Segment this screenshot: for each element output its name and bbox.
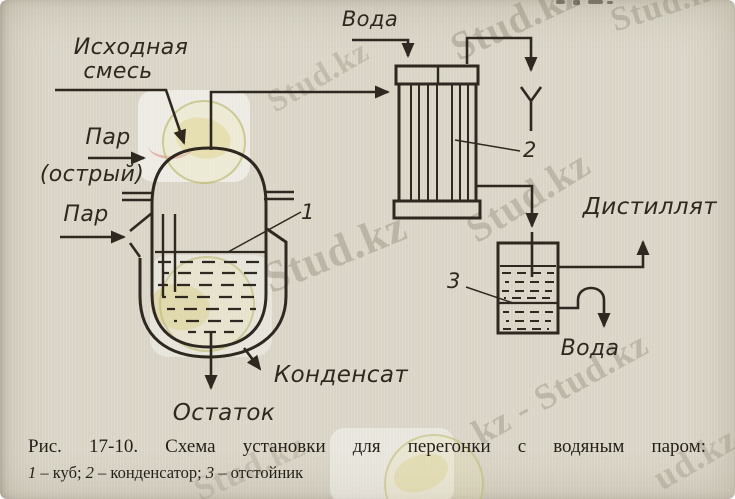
label-distillate: Дистиллят <box>582 194 718 220</box>
leader-lines-group <box>227 139 521 304</box>
page-edge-mark <box>607 1 613 4</box>
ref-number-2: 2 <box>523 138 537 162</box>
legend-text: – отстойник <box>214 463 304 482</box>
legend-number: 3 <box>205 463 215 482</box>
legend-text: – куб; <box>36 463 86 482</box>
label-condensate: Конденсат <box>273 362 409 388</box>
label-water-out: Вода <box>560 336 620 361</box>
label-steam-jacket: Пар <box>63 202 109 227</box>
figure-caption: Рис. 17-10. Схема установки для перегонк… <box>28 436 706 457</box>
label-feed-mixture-line1: Исходная <box>73 35 189 60</box>
figure-legend: 1 – куб; 2 – конденсатор; 3 – отстойник <box>28 463 668 483</box>
page-edge-mark <box>573 0 580 5</box>
still-pot-group <box>122 146 294 359</box>
label-steam-sharp-qualifier: (острый) <box>39 162 145 187</box>
ref-number-3: 3 <box>447 269 461 293</box>
pipes-group <box>55 36 650 390</box>
page-edge-mark <box>556 0 565 4</box>
legend-number: 2 <box>85 463 94 482</box>
settler-group <box>496 241 560 335</box>
legend-number: 1 <box>28 463 37 482</box>
label-steam-sharp: Пар <box>85 125 131 150</box>
label-residue: Остаток <box>172 400 276 426</box>
label-feed-mixture-line2: смесь <box>83 59 153 84</box>
legend-text: – конденсатор; <box>93 463 206 482</box>
ref-number-1: 1 <box>301 200 315 224</box>
page-edge-mark <box>588 0 603 4</box>
label-water-in: Вода <box>341 7 399 31</box>
condenser-group <box>392 64 482 220</box>
